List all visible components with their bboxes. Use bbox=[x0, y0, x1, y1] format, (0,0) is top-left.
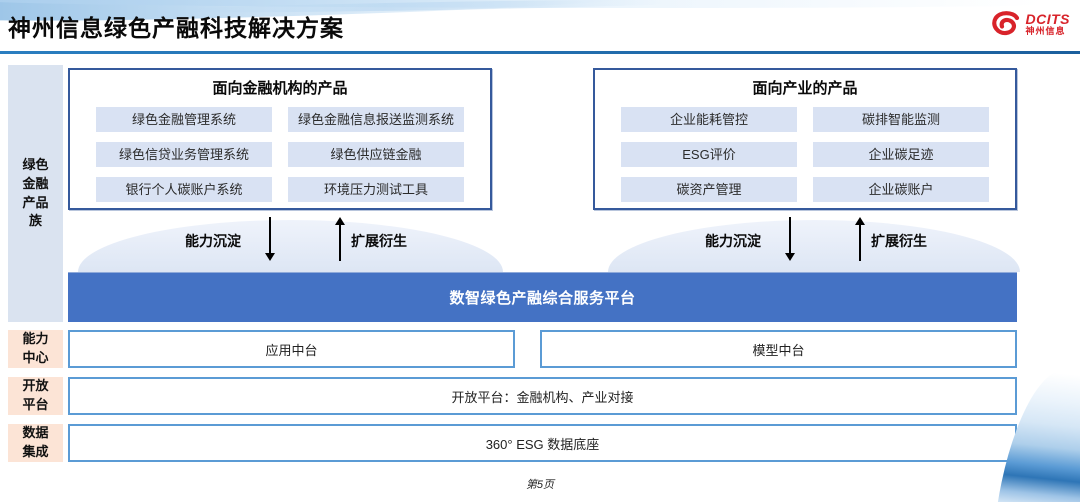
sidebar-label: 数据集成 bbox=[22, 425, 49, 459]
logo-company-text: 神州信息 bbox=[1025, 25, 1066, 36]
capability-settle-label: 能力沉淀 bbox=[705, 233, 761, 249]
product-item: 碳排智能监测 bbox=[813, 107, 989, 132]
flow-group-right: 能力沉淀 扩展衍生 bbox=[705, 210, 927, 272]
header-divider-line bbox=[0, 51, 1080, 54]
platform-banner: 数智绿色产融综合服务平台 bbox=[68, 272, 1017, 322]
product-item: 碳资产管理 bbox=[621, 177, 797, 202]
product-item: 环境压力测试工具 bbox=[288, 177, 464, 202]
expand-derive-label: 扩展衍生 bbox=[351, 233, 407, 249]
open-platform-box: 开放平台：金融机构、产业对接 bbox=[68, 377, 1017, 415]
sidebar-label: 绿色金融产品族 bbox=[22, 156, 49, 229]
product-item: 绿色金融信息报送监测系统 bbox=[288, 107, 464, 132]
box-items-grid: 企业能耗管控 碳排智能监测 ESG评价 企业碳足迹 碳资产管理 企业碳账户 bbox=[595, 98, 1015, 202]
up-arrow-icon bbox=[855, 217, 865, 261]
sidebar-data-integration: 数据集成 bbox=[8, 424, 63, 462]
sidebar-capability-center: 能力中心 bbox=[8, 330, 63, 368]
product-item: 企业碳账户 bbox=[813, 177, 989, 202]
product-item: 绿色供应链金融 bbox=[288, 142, 464, 167]
industry-products-box: 面向产业的产品 企业能耗管控 碳排智能监测 ESG评价 企业碳足迹 碳资产管理 … bbox=[593, 68, 1017, 210]
sidebar-label: 能力中心 bbox=[22, 331, 49, 365]
logo-text-stack: DCITS 神州信息 bbox=[1026, 12, 1071, 36]
slide-footer: 第5页 bbox=[0, 475, 1080, 493]
page-title: 神州信息绿色产融科技解决方案 bbox=[8, 15, 344, 41]
sidebar-open-platform: 开放平台 bbox=[8, 377, 63, 415]
down-arrow-icon bbox=[265, 217, 275, 261]
platform-banner-text: 数智绿色产融综合服务平台 bbox=[449, 290, 636, 307]
flow-zone: 能力沉淀 扩展衍生 能力沉淀 扩展衍生 bbox=[68, 210, 1020, 272]
product-item: 企业碳足迹 bbox=[813, 142, 989, 167]
capability-settle-label: 能力沉淀 bbox=[185, 233, 241, 249]
page-number: 第5页 bbox=[525, 479, 555, 491]
product-item: 绿色信贷业务管理系统 bbox=[96, 142, 272, 167]
down-arrow-icon bbox=[785, 217, 795, 261]
product-item: 绿色金融管理系统 bbox=[96, 107, 272, 132]
box-title: 面向产业的产品 bbox=[752, 80, 858, 97]
sidebar-product-family: 绿色金融产品族 bbox=[8, 65, 63, 322]
dcits-swirl-icon bbox=[991, 11, 1019, 36]
top-swoosh-decoration bbox=[0, 0, 1080, 22]
logo-brand-text: DCITS bbox=[1025, 10, 1070, 27]
sidebar-label: 开放平台 bbox=[22, 378, 49, 412]
application-middle-platform-box: 应用中台 bbox=[68, 330, 515, 368]
expand-derive-label: 扩展衍生 bbox=[871, 233, 927, 249]
box-title: 面向金融机构的产品 bbox=[212, 80, 348, 97]
financial-products-box: 面向金融机构的产品 绿色金融管理系统 绿色金融信息报送监测系统 绿色信贷业务管理… bbox=[68, 68, 492, 210]
esg-data-base-box: 360° ESG 数据底座 bbox=[68, 424, 1017, 462]
box-items-grid: 绿色金融管理系统 绿色金融信息报送监测系统 绿色信贷业务管理系统 绿色供应链金融… bbox=[70, 98, 490, 202]
product-item: 银行个人碳账户系统 bbox=[96, 177, 272, 202]
company-logo: DCITS 神州信息 bbox=[990, 10, 1071, 38]
up-arrow-icon bbox=[335, 217, 345, 261]
model-middle-platform-box: 模型中台 bbox=[540, 330, 1017, 368]
product-item: 企业能耗管控 bbox=[621, 107, 797, 132]
flow-group-left: 能力沉淀 扩展衍生 bbox=[185, 210, 407, 272]
product-item: ESG评价 bbox=[621, 142, 797, 167]
